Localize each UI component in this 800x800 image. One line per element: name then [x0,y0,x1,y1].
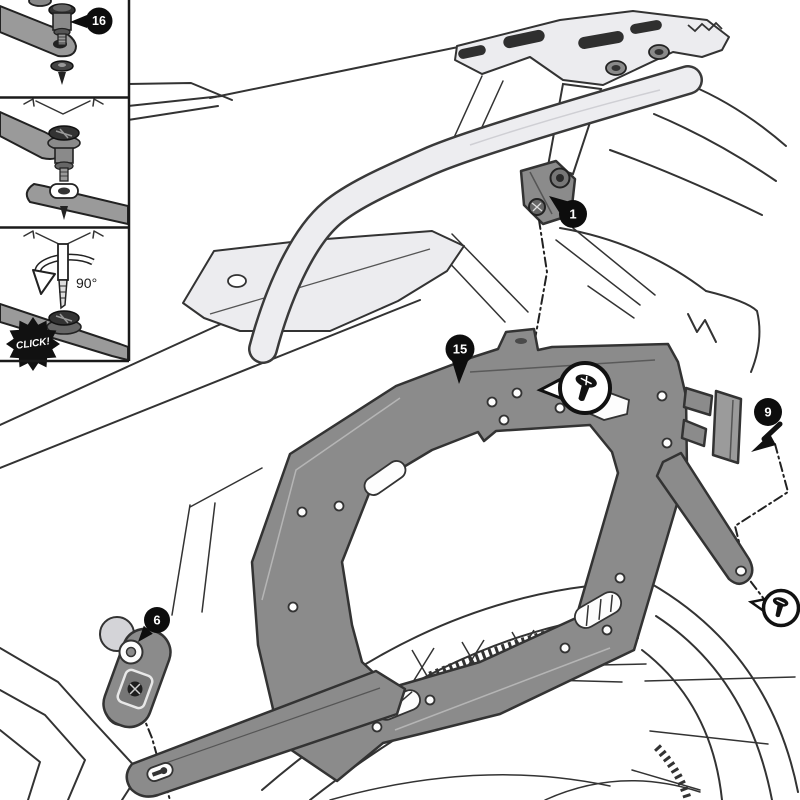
callout-16: 16 [70,7,113,35]
screw-icon [772,597,789,618]
angle-bracket-9 [711,389,743,465]
inset-step-2 [0,98,129,225]
down-arrow-icon [58,72,66,85]
rack-plate-slots [458,20,662,59]
screw-icon [575,374,597,401]
callout-15: 15 [445,334,475,384]
rotate-arrow-icon [32,253,95,295]
frame-holes [287,387,673,733]
callout-15-label: 15 [453,342,467,357]
callout-9: 9 [751,398,783,452]
click-label: CLICK! [15,336,51,352]
callout-6-label: 6 [153,613,160,628]
inset-step-1: 16 [0,0,113,85]
down-arrow-icon [60,206,68,220]
screw-detail-balloon-top [536,361,612,415]
alignment-line-right [733,443,790,600]
callout-1-label: 1 [569,207,576,222]
callout-9-label: 9 [764,405,771,420]
lower-arm-slot [146,762,174,782]
arrowhead-icon [761,421,783,442]
luggage-rack [182,10,730,364]
screw-detail-balloon-right [747,588,800,628]
callout-16-label: 16 [92,14,106,28]
lower-arm [125,669,407,798]
front-lower-mount [99,616,407,798]
inset-panel-border [0,0,131,363]
callout-6: 6 [138,607,170,642]
inset-step-3: 90° CLICK! [0,230,129,371]
callout-1: 1 [549,196,587,228]
frame-slot-upper-left [363,460,407,496]
rear-bracket-assembly [655,386,754,585]
rack-top-plate [454,10,730,86]
rotation-angle-label: 90° [76,275,97,291]
rack-screw [605,44,670,76]
inset-steps-panel: 16 [0,0,131,371]
click-starburst-icon: CLICK! [6,317,60,371]
rear-strut-arm [655,451,754,585]
